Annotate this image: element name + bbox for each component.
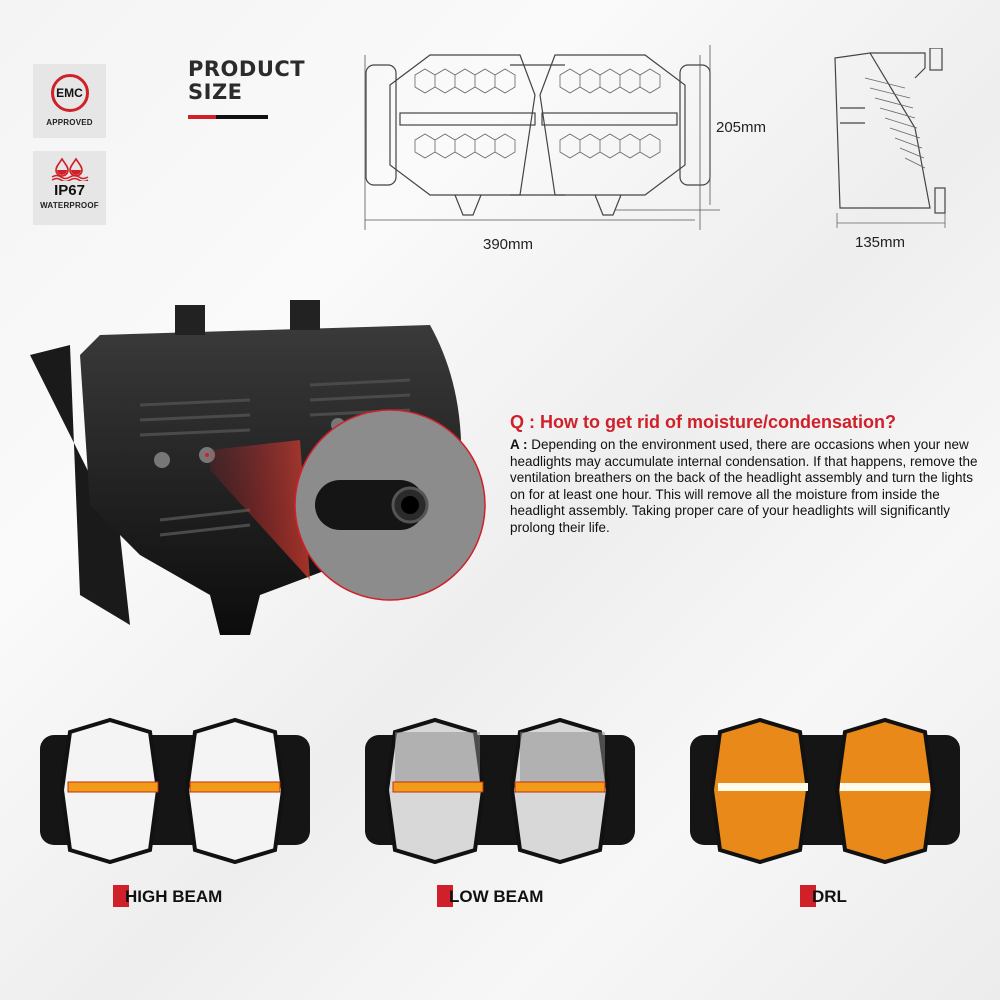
- title-line-1: PRODUCT: [188, 57, 306, 81]
- ip67-text: IP67: [54, 182, 85, 199]
- badge-label: APPROVED: [46, 118, 93, 127]
- title-line-2: SIZE: [188, 80, 243, 104]
- mode-text: HIGH BEAM: [125, 887, 223, 906]
- depth-dimension: 135mm: [855, 234, 906, 251]
- badge-label: WATERPROOF: [40, 201, 99, 210]
- mode-label-high-beam: HIGH BEAM: [113, 885, 223, 907]
- answer-text: Depending on the environment used, there…: [510, 437, 978, 535]
- height-dimension: 205mm: [716, 119, 767, 136]
- ip67-waterproof-badge: IP67 WATERPROOF: [33, 151, 106, 225]
- width-dimension: 390mm: [483, 236, 534, 253]
- rear-housing-photo: [30, 300, 486, 635]
- water-drop-icon: [51, 157, 88, 181]
- section-title: PRODUCT SIZE: [188, 58, 305, 104]
- faq-block: Q : How to get rid of moisture/condensat…: [510, 412, 990, 536]
- low-beam-photo: [365, 717, 635, 865]
- faq-answer: A : Depending on the environment used, t…: [510, 437, 990, 536]
- emc-approved-badge: EMC APPROVED: [33, 64, 106, 138]
- mode-text: LOW BEAM: [449, 887, 544, 906]
- mode-label-low-beam: LOW BEAM: [437, 885, 544, 907]
- front-view-drawing: [364, 45, 720, 230]
- emc-text: EMC: [56, 86, 83, 100]
- mode-text: DRL: [812, 887, 847, 906]
- drl-photo: [690, 717, 960, 865]
- title-underline: [188, 115, 268, 119]
- answer-prefix: A :: [510, 437, 528, 452]
- faq-question: Q : How to get rid of moisture/condensat…: [510, 412, 896, 432]
- side-view-drawing: [834, 48, 946, 228]
- high-beam-photo: [40, 717, 310, 865]
- mode-label-drl: DRL: [800, 885, 847, 907]
- emc-icon: EMC: [50, 74, 89, 112]
